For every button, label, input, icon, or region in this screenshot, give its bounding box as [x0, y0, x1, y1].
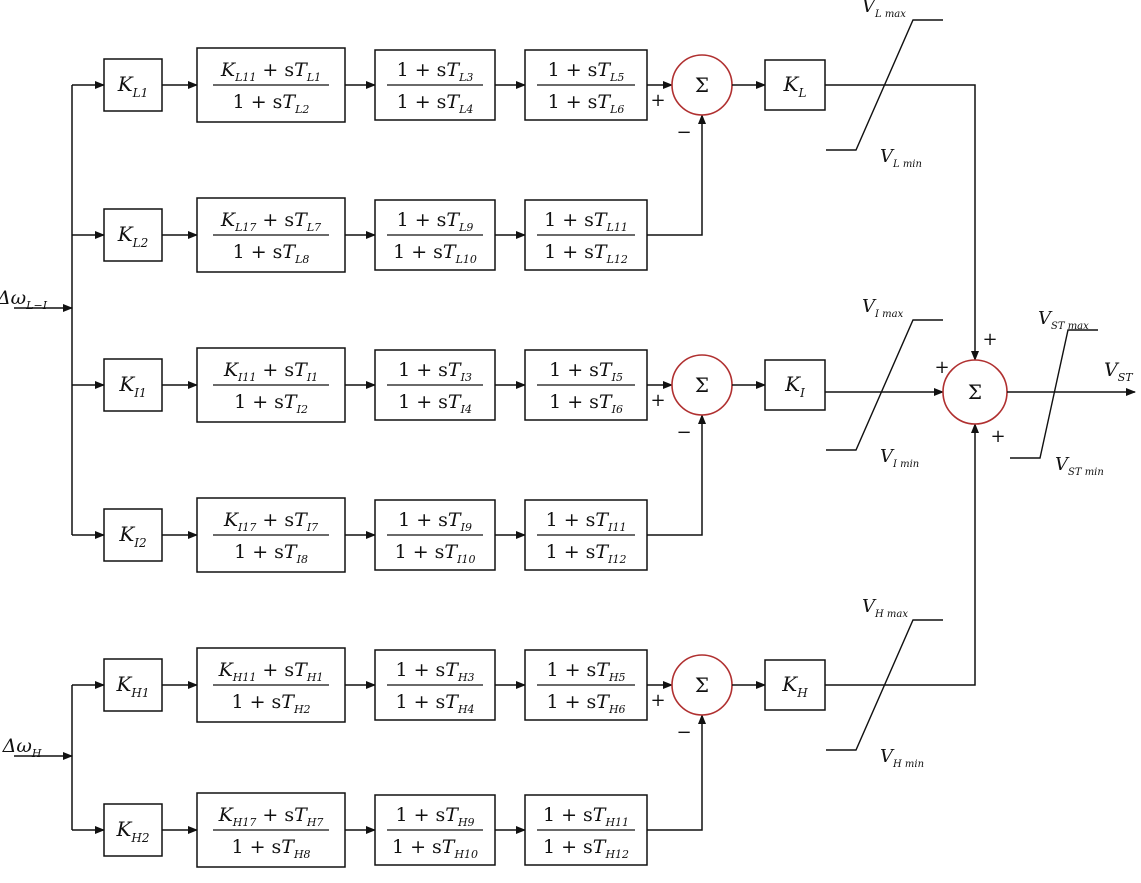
main-summer-plus-l: +	[982, 329, 997, 350]
stage2-tf-i2-num: 1 + sTI9	[398, 509, 472, 534]
summer-plus-h: +	[650, 690, 665, 711]
stage2-tf-i1-num: 1 + sTI3	[398, 359, 472, 384]
band-gain-label-h: KH	[781, 672, 808, 700]
limit-min-h: VH min	[880, 746, 924, 770]
lead-tf-h2-num: KH17 + sTH7	[218, 804, 324, 829]
gain-label-l2: KL2	[117, 222, 149, 250]
band-gain-block-h	[764, 659, 826, 711]
output-limiter	[1010, 329, 1098, 459]
band-gain-block-i	[764, 359, 826, 411]
lead-tf-i2-den: 1 + sTI8	[234, 541, 308, 566]
wire-band-h-to-main	[825, 423, 979, 686]
lead-tf-l2-num: KL17 + sTL7	[220, 209, 321, 234]
gain-block-l1	[103, 58, 163, 112]
band-summer-i-sigma: Σ	[695, 373, 709, 397]
stage3-tf-i1-num: 1 + sTI5	[549, 359, 623, 384]
main-summer-plus-i: +	[934, 357, 949, 378]
main-summer-sigma: Σ	[968, 380, 982, 404]
gain-block-h1	[103, 658, 163, 712]
band-limiter-i	[826, 319, 943, 451]
stage3-tf-l2-num: 1 + sTL11	[544, 209, 628, 234]
gain-block-i1	[103, 358, 163, 412]
output-limit-min: VST min	[1055, 454, 1104, 478]
stage3-tf-i2-den: 1 + sTI12	[546, 541, 627, 566]
lead-tf-l2-den: 1 + sTL8	[233, 241, 310, 266]
summer-minus-i: −	[676, 422, 691, 443]
lead-tf-l1-den: 1 + sTL2	[233, 91, 310, 116]
stage2-tf-l2-den: 1 + sTL10	[393, 241, 477, 266]
stage2-tf-h1-den: 1 + sTH4	[395, 691, 474, 716]
gain-label-i2: KI2	[118, 522, 146, 550]
lead-tf-i2-num: KI17 + sTI7	[223, 509, 318, 534]
lead-tf-h1-den: 1 + sTH2	[231, 691, 310, 716]
stage2-tf-l1-num: 1 + sTL3	[397, 59, 474, 84]
wire-feedback-h	[647, 714, 706, 831]
band-summer-l-sigma: Σ	[695, 73, 709, 97]
output-limit-max: VST max	[1038, 308, 1089, 332]
summer-minus-l: −	[676, 122, 691, 143]
limit-max-l: VL max	[862, 0, 906, 20]
band-summer-h-sigma: Σ	[695, 673, 709, 697]
limit-min-l: VL min	[880, 146, 922, 170]
band-gain-label-l: KL	[783, 72, 807, 100]
stage3-tf-l1-num: 1 + sTL5	[548, 59, 625, 84]
gain-block-l2	[103, 208, 163, 262]
lead-tf-h2-den: 1 + sTH8	[231, 836, 310, 861]
lead-tf-i1-den: 1 + sTI2	[234, 391, 308, 416]
lead-tf-l1-num: KL11 + sTL1	[220, 59, 321, 84]
limit-min-i: VI min	[880, 446, 919, 470]
gain-label-l1: KL1	[117, 72, 149, 100]
stage3-tf-i1-den: 1 + sTI6	[549, 391, 623, 416]
stage2-tf-l1-den: 1 + sTL4	[397, 91, 474, 116]
stage3-tf-l2-den: 1 + sTL12	[544, 241, 628, 266]
stage3-tf-l1-den: 1 + sTL6	[548, 91, 625, 116]
wire-feedback-l	[647, 114, 706, 236]
main-summer-plus-h: +	[990, 426, 1005, 447]
limit-max-h: VH max	[862, 596, 908, 620]
gain-block-h2	[103, 803, 163, 857]
stage2-tf-i1-den: 1 + sTI4	[398, 391, 472, 416]
stage3-tf-i2-num: 1 + sTI11	[546, 509, 627, 534]
stage3-tf-h1-num: 1 + sTH5	[546, 659, 625, 684]
stage2-tf-h1-num: 1 + sTH3	[395, 659, 474, 684]
lead-tf-i1-num: KI11 + sTI1	[223, 359, 318, 384]
summer-plus-i: +	[650, 390, 665, 411]
summer-plus-l: +	[650, 90, 665, 111]
output-signal-label: VST	[1104, 359, 1134, 384]
stage2-tf-l2-num: 1 + sTL9	[397, 209, 474, 234]
band-gain-label-i: KI	[784, 372, 805, 400]
stage2-tf-h2-num: 1 + sTH9	[395, 804, 474, 829]
gain-label-i1: KI1	[118, 372, 146, 400]
stage2-tf-h2-den: 1 + sTH10	[392, 836, 478, 861]
stage3-tf-h2-den: 1 + sTH12	[543, 836, 629, 861]
stage3-tf-h2-num: 1 + sTH11	[543, 804, 629, 829]
stage2-tf-i2-den: 1 + sTI10	[395, 541, 476, 566]
gain-label-h2: KH2	[115, 817, 149, 845]
stage3-tf-h1-den: 1 + sTH6	[546, 691, 625, 716]
summer-minus-h: −	[676, 722, 691, 743]
wire-band-l-to-main	[825, 84, 979, 361]
band-gain-block-l	[764, 59, 826, 111]
limit-max-i: VI max	[862, 296, 904, 320]
lead-tf-h1-num: KH11 + sTH1	[218, 659, 324, 684]
input-label-dw-h: ΔωH	[2, 735, 42, 760]
wire-feedback-i	[647, 414, 706, 536]
gain-label-h1: KH1	[115, 672, 149, 700]
